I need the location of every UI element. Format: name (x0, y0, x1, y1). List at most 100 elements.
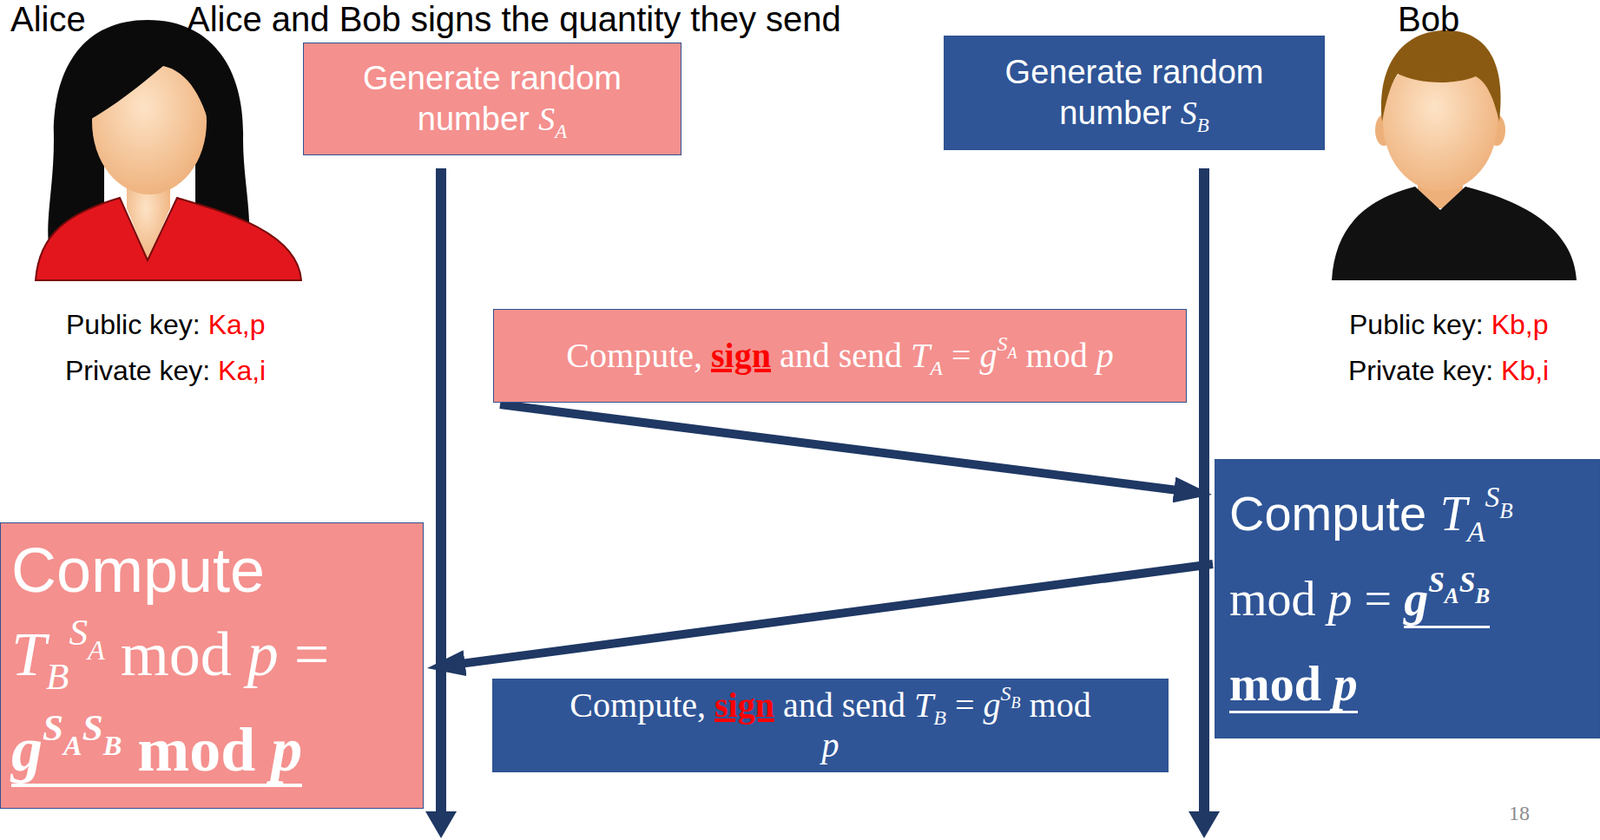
text-run: sign (714, 685, 775, 725)
text-run: and send (774, 685, 915, 725)
text-run: B (1474, 584, 1490, 608)
text-run: S (1000, 682, 1012, 705)
speaker-name: Bob (1397, 0, 1460, 39)
shirt (1331, 186, 1577, 281)
text-run: B (103, 730, 123, 762)
text-run: Compute, (566, 335, 712, 376)
shirt (35, 197, 302, 281)
text-run: S (1180, 94, 1198, 132)
page-title: Alice and Bob signs the quantity they se… (186, 0, 842, 39)
text-run: S (68, 612, 88, 653)
process-box: Compute, sign and send TB = gSB mod p (492, 678, 1169, 773)
text-run: A (87, 634, 106, 666)
underline-group: mod p (1229, 656, 1358, 714)
text-run: S (1484, 480, 1500, 514)
text-run: sign (711, 335, 771, 376)
text-run: A (63, 730, 83, 762)
text-run: Public key: (65, 309, 209, 341)
box-text: Compute TASB mod p = gSASB mod p (1229, 475, 1586, 723)
text-run: and send (770, 335, 911, 376)
text-run: A (554, 120, 567, 143)
text-run: mod (1229, 572, 1329, 626)
text-run: mod (105, 619, 248, 690)
text-run: B (46, 656, 69, 698)
text-run: g (980, 335, 998, 376)
text-run: mod (1020, 685, 1092, 725)
bob-avatar (1331, 30, 1577, 281)
text-run: Public key: (1349, 309, 1492, 341)
text-run: T (910, 335, 930, 376)
text-run: S (997, 332, 1008, 356)
text-run: mod (1017, 335, 1097, 376)
text-run: B (1011, 694, 1021, 712)
text-run: p (1328, 572, 1353, 626)
message-arrow (500, 404, 1195, 493)
text-run: Private key: (65, 355, 218, 387)
text-run: g (11, 715, 43, 785)
key-label: Private key: Kb,i (1348, 355, 1549, 387)
page-number: 18 (1508, 802, 1530, 825)
text-run: Generate random (1005, 53, 1265, 91)
text-run: = (946, 685, 984, 725)
key-label: Private key: Ka,i (65, 355, 266, 387)
text-run: number (1059, 94, 1180, 132)
text-run: B (1499, 499, 1513, 523)
box-text: Compute TBSA mod p = gSASB mod p (11, 528, 413, 804)
text-run: p (1333, 657, 1358, 712)
text-run: Ka,p (208, 309, 266, 341)
alice-avatar (35, 19, 302, 281)
message-arrow (444, 564, 1213, 666)
text-run: B (1197, 114, 1210, 137)
text-run: Kb,p (1491, 309, 1549, 341)
text-run: A (1007, 344, 1018, 363)
key-label: Public key: Ka,p (65, 309, 265, 341)
process-box: Compute, sign and send TA = gSA mod p (493, 309, 1187, 403)
text-run: = (278, 619, 330, 690)
process-box: Generate random number SA (302, 42, 682, 156)
box-text: Generate random number SB (953, 52, 1316, 135)
text-run: S (82, 707, 104, 749)
box-text: Generate random number SA (312, 58, 672, 141)
text-run: Ka,i (217, 355, 266, 387)
text-run: mod (1229, 657, 1334, 712)
text-run: mod (121, 715, 271, 785)
text-run: p (247, 619, 279, 690)
box-text: Compute, sign and send TA = gSA mod p (502, 335, 1178, 377)
text-run: S (1428, 566, 1445, 599)
text-run: = (942, 335, 981, 376)
process-box: Compute TBSA mod p = gSASB mod p (0, 522, 424, 810)
text-run: S (538, 100, 555, 138)
process-box: Generate random number SB (943, 35, 1325, 151)
text-run: S (1459, 566, 1476, 599)
text-run: Compute (1229, 486, 1441, 541)
text-run: A (929, 356, 943, 380)
fringe (86, 39, 216, 144)
hair (1381, 30, 1502, 122)
text-run: T (914, 685, 934, 725)
lifeline (425, 168, 457, 839)
key-label: Public key: Kb,p (1349, 309, 1548, 341)
text-run: T (1440, 487, 1468, 541)
underline-group: gSASB mod p (11, 714, 303, 788)
text-run: Kb,i (1501, 355, 1549, 387)
speaker-name: Alice (10, 0, 86, 39)
text-run: g (1403, 572, 1429, 626)
text-run: = (1352, 572, 1405, 626)
text-run: number (417, 100, 539, 138)
text-run: T (11, 619, 47, 690)
text-run: g (983, 685, 1001, 725)
box-text: Compute, sign and send TB = gSB mod p (501, 685, 1159, 766)
text-run: S (42, 707, 64, 749)
text-run: p (822, 725, 840, 765)
text-run: Compute, (569, 685, 715, 725)
text-run: B (933, 706, 947, 730)
text-run: Private key: (1348, 355, 1502, 387)
text-run: A (1444, 584, 1460, 608)
text-run: Generate random (362, 59, 622, 97)
underline-group: gSASB (1403, 571, 1490, 629)
text-run: Compute (11, 535, 265, 606)
text-run: A (1467, 515, 1486, 548)
text-run: p (1096, 335, 1114, 376)
process-box: Compute TASB mod p = gSASB mod p (1214, 459, 1600, 739)
